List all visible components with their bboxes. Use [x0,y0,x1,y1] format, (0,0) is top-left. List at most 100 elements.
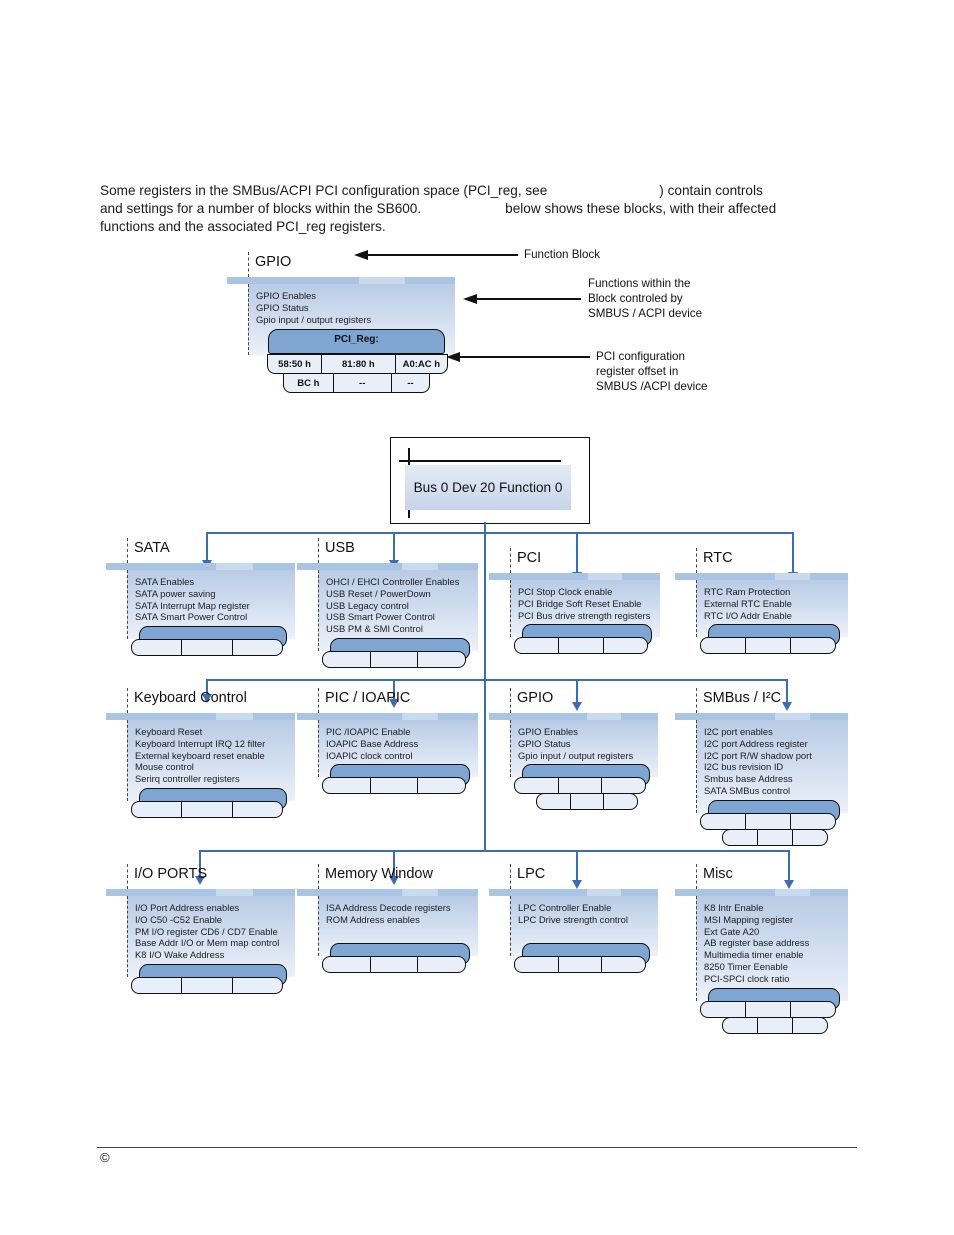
function-item: ROM Address enables [326,913,420,925]
function-item: PCI-SPCI clock ratio [704,972,790,984]
reg-cells [536,793,639,811]
connector-drop-smbus [786,679,788,704]
block-strip [489,573,660,580]
reg-cell [369,955,419,973]
intro-paragraph: Some registers in the SMBus/ACPI PCI con… [100,182,870,237]
down-arrow-icon [784,880,794,889]
reg-cells [700,1000,836,1018]
function-item: PCI Bus drive strength registers [518,609,651,621]
reg-cell [601,777,647,795]
reg-cell [558,637,604,655]
reg-cell [131,800,183,818]
down-arrow-icon [572,880,582,889]
function-item: I2C port enables [704,726,773,737]
function-item: K8 I/O Wake Address [135,949,225,961]
block-title: I/O PORTS [127,864,295,889]
block-title: Memory Window [318,864,478,889]
reg-cell [557,955,603,973]
down-arrow-icon [202,694,212,703]
connector-row1 [206,532,794,534]
function-item: 8250 Timer Eenable [704,960,788,972]
function-item: Smbus base Address [704,773,793,785]
intro-line3: functions and the associated PCI_reg reg… [100,219,386,235]
reg-cell [790,637,836,655]
annotation-function-block: Function Block [524,248,601,261]
down-arrow-icon [389,699,399,708]
function-item: OHCI / EHCI Controller Enables [326,576,460,587]
function-item: USB Smart Power Control [326,611,435,623]
block-strip [106,889,295,896]
function-item: I/O Port Address enables [135,902,240,913]
function-item: I/O C50 -C52 Enable [135,913,223,925]
annotation-arrow-line [477,298,581,300]
reg-cell: -- [390,373,430,394]
connector-drop-ioports [199,850,201,878]
reg-cell [322,650,371,668]
reg-cell [557,777,603,795]
down-arrow-icon [572,702,582,711]
block-strip [106,713,295,720]
function-item: ISA Address Decode registers [326,902,451,913]
reg-cell [231,976,283,994]
reg-cell [757,1016,793,1034]
function-item: PM I/O register CD6 / CD7 Enable [135,925,278,937]
function-item: LPC Drive strength control [518,913,628,925]
function-item: SATA SMBus control [704,784,791,796]
intro-line1-post: ) contain controls [659,182,763,198]
reg-cell [745,1000,791,1018]
reg-cell [569,793,605,811]
block-strip [297,889,478,896]
function-item: IOAPIC clock control [326,749,413,761]
function-item: Keyboard Reset [135,726,203,737]
function-item: USB Legacy control [326,599,409,611]
reg-cells [131,976,283,994]
function-item: GPIO Status [518,737,571,749]
root-node-bus0-dev20-fn0: Bus 0 Dev 20 Function 0 [390,437,590,524]
function-item: PIC /IOAPIC Enable [326,726,411,737]
connector-drop-pci [576,532,578,574]
left-arrow-icon [446,352,460,362]
reg-cells [700,637,836,655]
reg-cell [745,812,791,830]
copyright-symbol: © [100,1150,110,1165]
reg-cell [231,639,283,657]
pci-reg-header: PCI_Reg: [268,329,445,355]
function-item: PCI Bridge Soft Reset Enable [518,597,642,609]
reg-cells [514,955,647,973]
reg-cell [603,793,639,811]
function-item: K8 Intr Enable [704,902,764,913]
function-item: USB Reset / PowerDown [326,587,431,599]
annotation-functions-within-block: Functions within the Block controled by … [588,277,703,321]
block-strip [297,563,478,570]
reg-cell [536,793,571,811]
block-strip [675,573,848,580]
reg-cells [322,777,467,795]
pci-reg-row: BC h---- [283,373,430,394]
intro-line1-pre: Some registers in the SMBus/ACPI PCI con… [100,182,548,198]
reg-cell [602,637,648,655]
reg-cell [181,976,233,994]
connector-drop-keyboard [206,679,208,696]
function-item: SATA Enables [135,576,195,587]
function-item: Gpio input / output registers [518,749,634,761]
reg-cell [792,1016,828,1034]
block-memory-window: Memory Window ISA Address Decode registe… [297,864,478,973]
reg-cells [322,955,467,973]
reg-cell [745,637,791,655]
function-item: Mouse control [135,761,194,773]
connector-row3 [199,850,790,852]
function-item: Gpio input / output registers [256,313,372,325]
reg-cell: A0:AC h [394,354,448,375]
reg-cell [514,955,559,973]
